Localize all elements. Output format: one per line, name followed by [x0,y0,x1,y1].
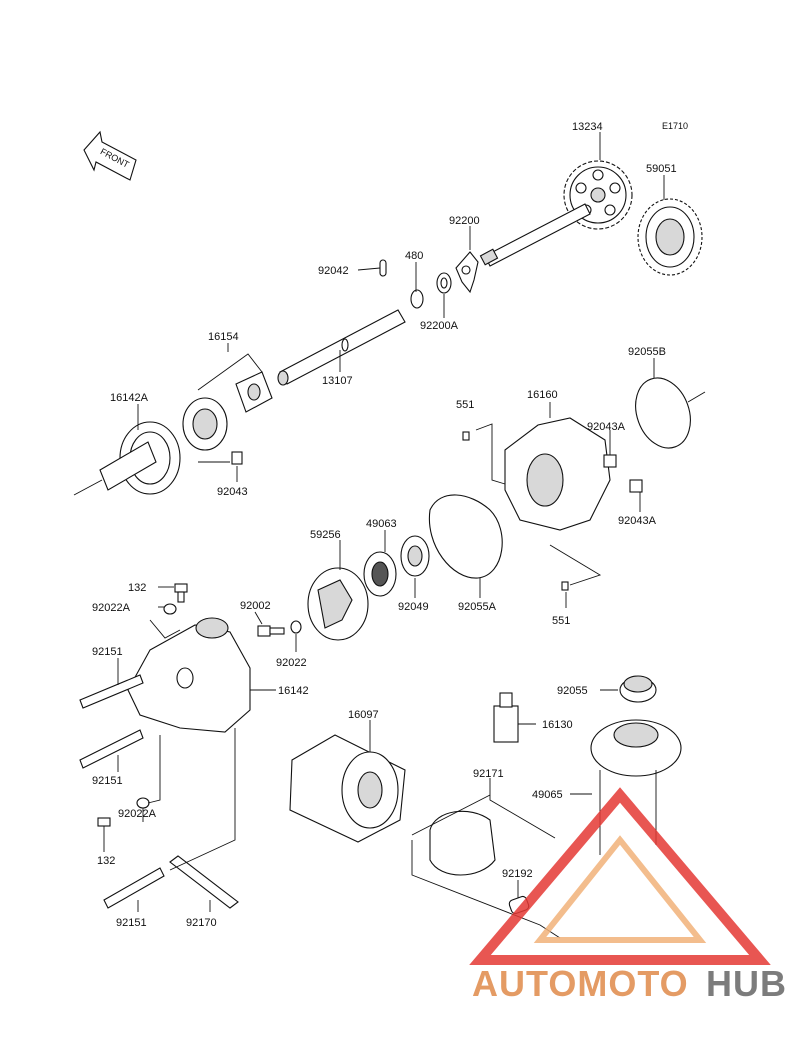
bracket-92170 [169,855,239,909]
bolt-92002 [257,625,285,637]
label-92022a-bottom: 92022A [118,808,157,820]
bearing-92049 [400,535,430,577]
label-16142: 16142 [278,685,309,697]
gasket-92055a [428,494,503,579]
label-551-top: 551 [456,399,474,411]
label-92043: 92043 [217,486,248,498]
rotors-16154 [182,371,273,451]
washer-92022 [290,620,302,634]
plate-92200 [455,251,479,294]
label-16154: 16154 [208,331,239,343]
pump-body-16142a [73,421,181,496]
watermark: AUTOMOTO HUB [469,787,787,1004]
gear-59051 [637,198,703,276]
watermark-inner-triangle-icon [533,835,707,943]
label-92022: 92022 [276,657,307,669]
label-92200a: 92200A [420,320,459,332]
label-16160: 16160 [527,389,558,401]
label-92042: 92042 [318,265,349,277]
label-92170: 92170 [186,917,217,929]
label-92055: 92055 [557,685,588,697]
label-49063: 49063 [366,518,397,530]
label-132-bottom: 132 [97,855,115,867]
bolt-132 [97,583,188,827]
label-92049: 92049 [398,601,429,613]
o-ring-92055b [635,377,691,449]
label-16142a: 16142A [110,392,149,404]
label-92151-middle: 92151 [92,775,123,787]
impeller-59256 [307,567,369,641]
label-13234: 13234 [572,121,603,133]
ring-480 [410,289,424,309]
oil-filter-16097 [289,734,406,843]
label-92200: 92200 [449,215,480,227]
watermark-text-hub: HUB [706,963,787,1004]
pin-92042 [379,259,387,277]
fitting-16130 [493,692,519,743]
label-92043a-bottom: 92043A [618,515,657,527]
washer-92022a [136,603,177,809]
cap-92055 [619,675,657,703]
diagram-code: E1710 [662,121,688,131]
seal-49063 [363,551,397,597]
bolt-92151 [79,674,165,909]
label-59051: 59051 [646,163,677,175]
shaft-13107 [277,309,406,386]
pump-cover-16142 [127,617,251,733]
watermark-triangle-icon [469,787,771,965]
front-arrow-icon: FRONT [83,130,137,181]
watermark-text-automoto: AUTOMOTO [472,963,689,1004]
pump-cover-16160 [504,417,611,531]
label-16130: 16130 [542,719,573,731]
band-92171 [429,810,496,876]
oil-pump-49065 [590,719,682,855]
label-132-top: 132 [128,582,146,594]
label-551-bottom: 551 [552,615,570,627]
label-92171: 92171 [473,768,504,780]
pin-551 [462,431,569,591]
washer-92200a [436,272,452,294]
label-92151-top: 92151 [92,646,123,658]
label-92022a-top: 92022A [92,602,131,614]
label-92151-bottom: 92151 [116,917,147,929]
dowel-92043a [603,454,643,493]
label-59256: 59256 [310,529,341,541]
label-92055a: 92055A [458,601,497,613]
label-92002: 92002 [240,600,271,612]
label-49065: 49065 [532,789,563,801]
label-92192: 92192 [502,868,533,880]
label-16097: 16097 [348,709,379,721]
label-480: 480 [405,250,423,262]
shaft-13234 [479,203,591,267]
label-13107: 13107 [322,375,353,387]
label-92055b: 92055B [628,346,666,358]
label-92043a-top: 92043A [587,421,626,433]
pin-92043 [231,451,243,465]
